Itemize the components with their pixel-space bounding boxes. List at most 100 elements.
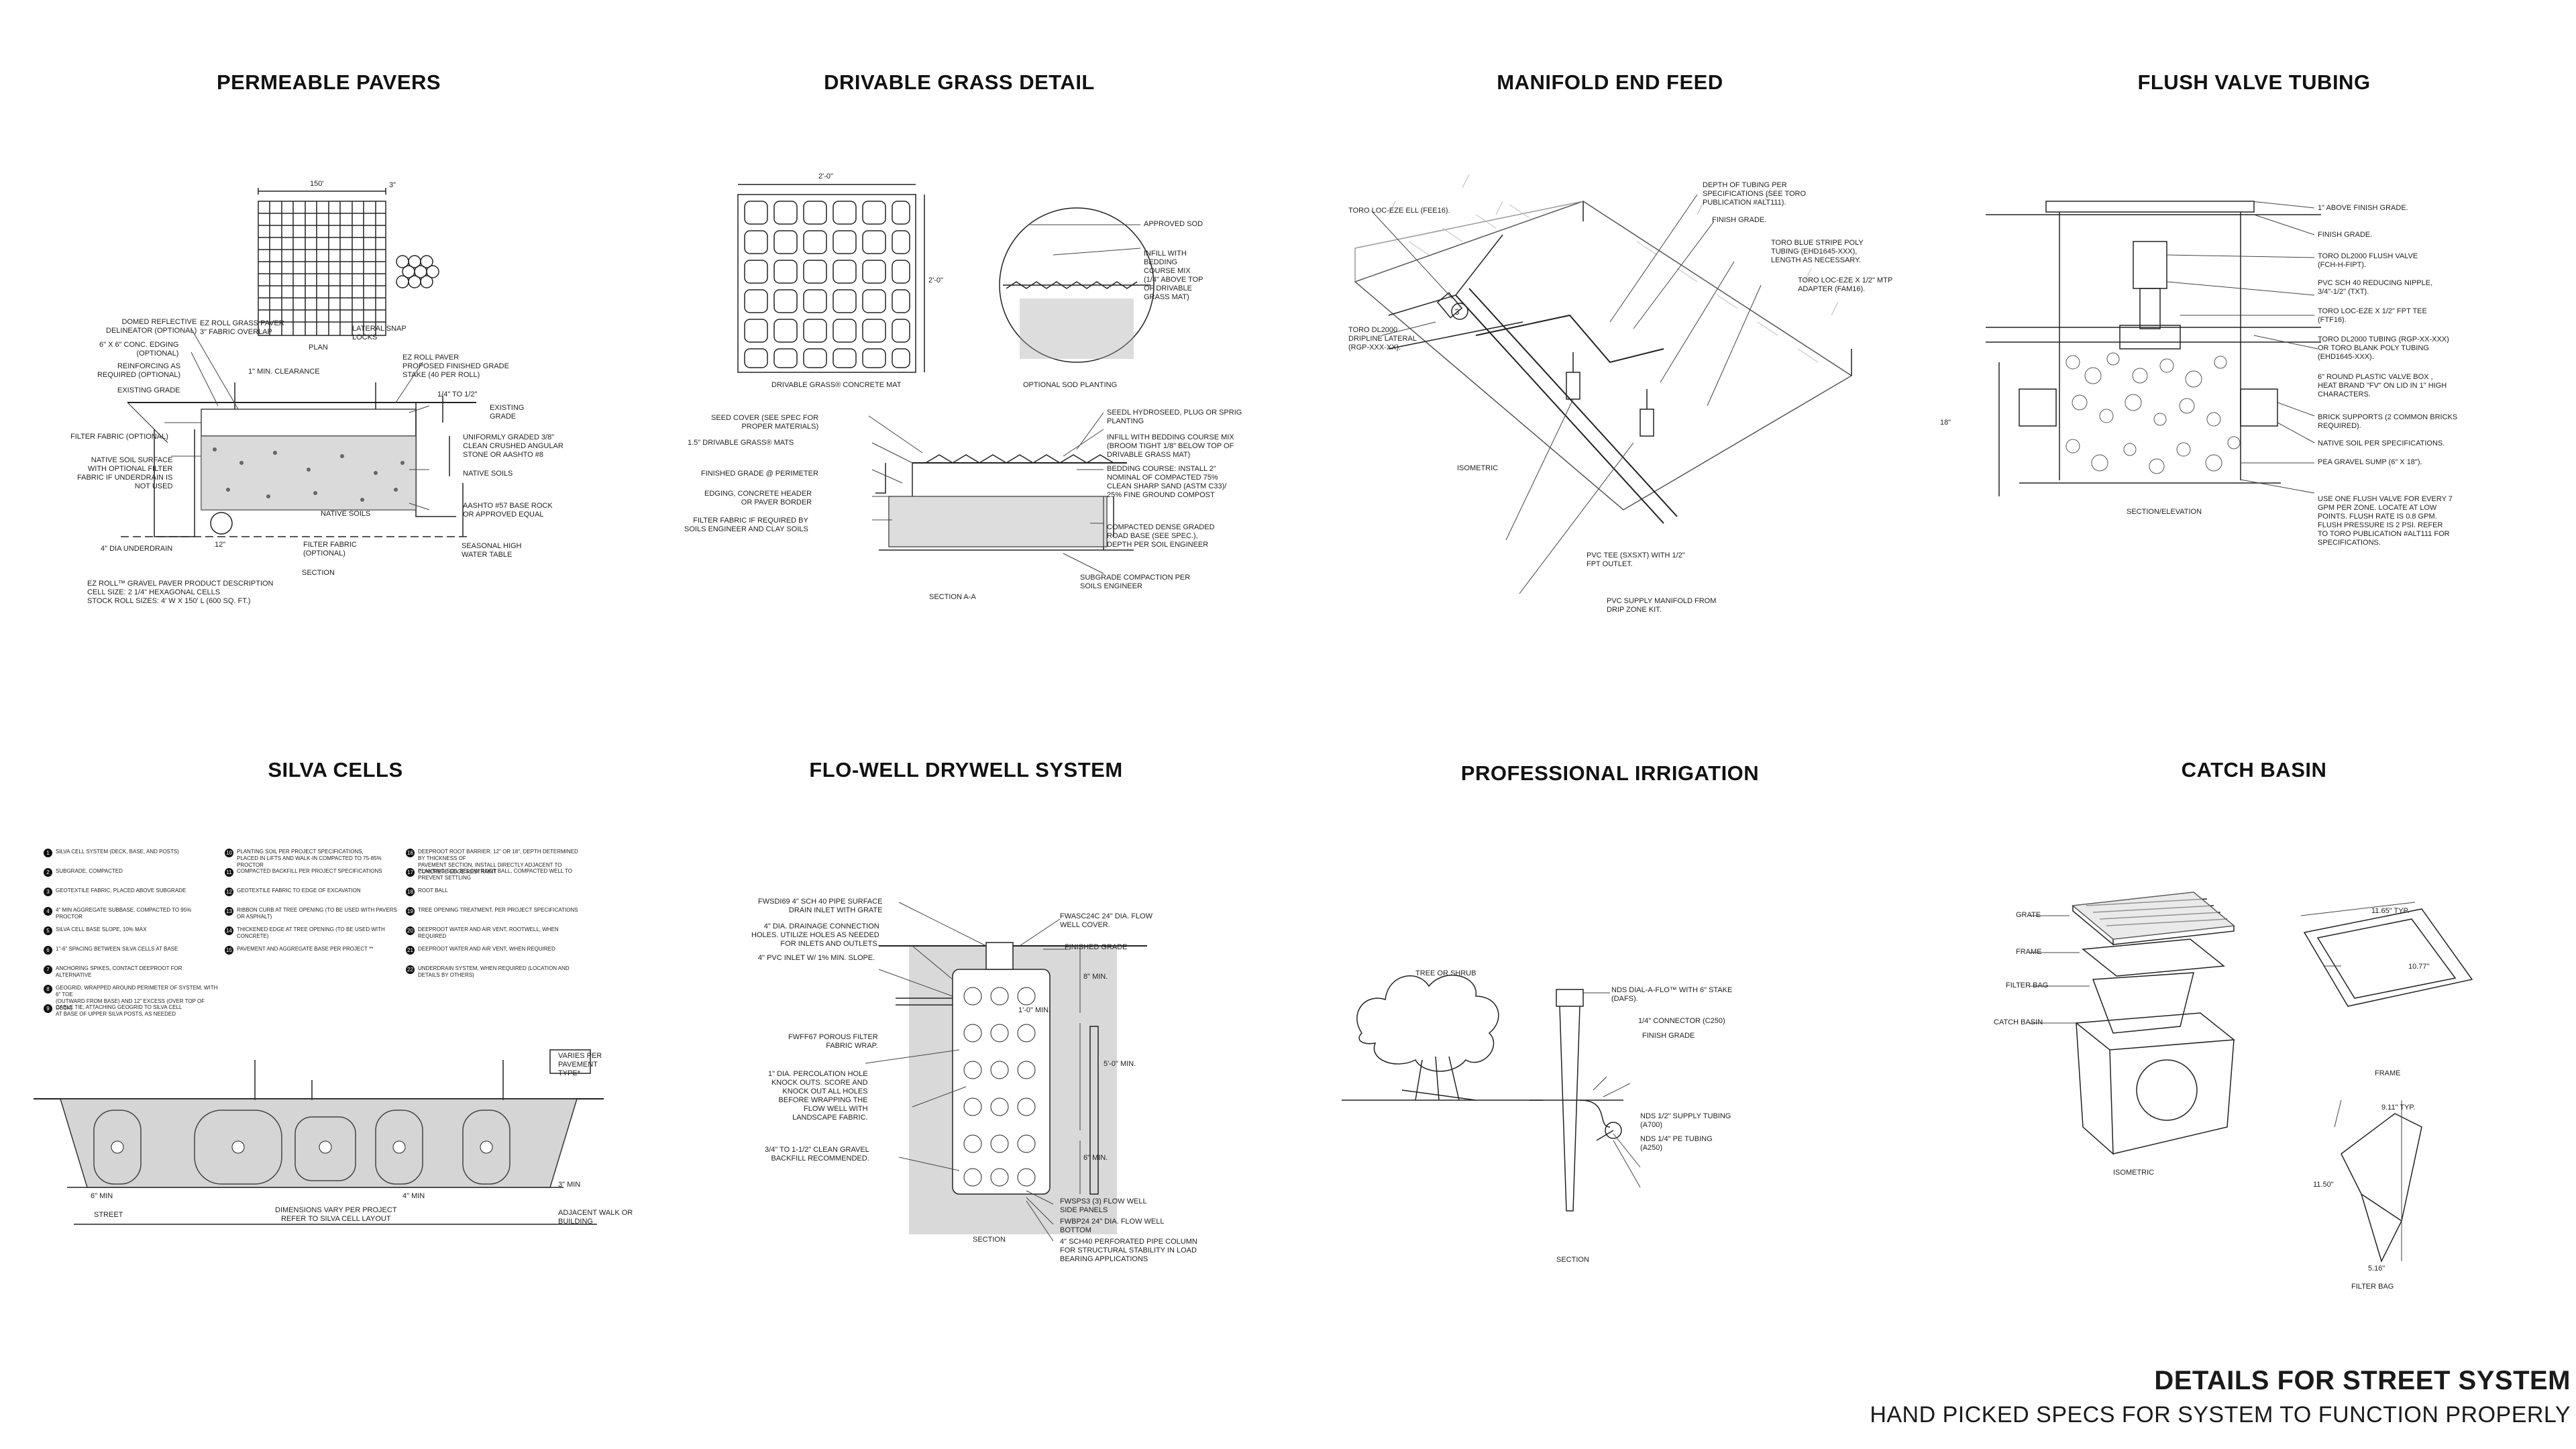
caption-section: SECTION: [1556, 1256, 1589, 1264]
flo-well-drawing: [865, 902, 1147, 1242]
note-reinforcing: REINFORCING AS REQUIRED (OPTIONAL): [97, 362, 181, 379]
note-loc-eze-ell: TORO LOC-EZE ELL (FEE16).: [1348, 207, 1450, 215]
legend-number-badge: 1: [44, 849, 52, 857]
sheet-title: DETAILS FOR STREET SYSTEM: [2154, 1366, 2571, 1395]
note-seasonal-water: SEASONAL HIGH WATER TABLE: [462, 542, 522, 559]
note-grass-mats: 1.5" DRIVABLE GRASS® MATS: [688, 439, 794, 447]
note-1ft-min: 1'-0" MIN.: [1018, 1006, 1051, 1014]
caption-sod: OPTIONAL SOD PLANTING: [1023, 381, 1118, 389]
legend-number-badge: 20: [406, 926, 415, 935]
detail-flo-well: FLO-WELL DRYWELL SYSTEM SECTI: [657, 724, 1301, 1395]
detail-title: CATCH BASIN: [2181, 758, 2327, 782]
note-filter-bag: FILTER BAG: [2006, 981, 2049, 989]
note-product-description: EZ ROLL™ GRAVEL PAVER PRODUCT DESCRIPTIO…: [87, 580, 274, 605]
note-finish-grade: FINISH GRADE: [1642, 1032, 1695, 1040]
dim-width: 150': [310, 180, 324, 188]
detail-drivable-grass: DRIVABLE GRASS DETAIL: [657, 0, 1301, 671]
note-ez-roll-paver: EZ ROLL PAVER PROPOSED FINISHED GRADE ST…: [402, 354, 509, 379]
note-tubing-depth: DEPTH OF TUBING PER SPECIFICATIONS (SEE …: [1703, 181, 1807, 207]
note-subgrade: SUBGRADE COMPACTION PER SOILS ENGINEER: [1080, 574, 1191, 590]
note-conc-edging: 6" X 6" CONC. EDGING (OPTIONAL): [99, 341, 179, 358]
note-above-grade: 1" ABOVE FINISH GRADE.: [2318, 204, 2408, 212]
legend-text: 1"-6" SPACING BETWEEN SILVA CELLS AT BAS…: [56, 946, 178, 952]
sheet-subtitle: HAND PICKED SPECS FOR SYSTEM TO FUNCTION…: [1870, 1402, 2571, 1428]
legend-text: PLANTING SOIL PER PROJECT SPECIFICATIONS…: [237, 849, 382, 868]
caption-frame: FRAME: [2375, 1069, 2401, 1077]
caption-section: SECTION: [973, 1236, 1006, 1244]
flush-valve-drawing: [1986, 201, 2321, 496]
note-mtp-adapter: TORO LOC-EZE X 1/2" MTP ADAPTER (FAM16).: [1798, 276, 1893, 293]
catch-basin-drawing: [2029, 892, 2473, 1263]
legend-text: SILVA CELL SYSTEM (DECK, BASE, AND POSTS…: [56, 849, 179, 855]
legend-number-badge: 7: [44, 965, 52, 974]
detail-catch-basin: CATCH BASIN ISOMET: [1939, 724, 2576, 1348]
legend-number-badge: 14: [225, 926, 233, 935]
note-infill-bedding: INFILL WITH BEDDING COURSE MIX (1/4" ABO…: [1144, 250, 1203, 301]
caption-filter-bag: FILTER BAG: [2351, 1283, 2394, 1291]
note-reducing-nipple: PVC SCH 40 REDUCING NIPPLE, 3/4"-1/2" (T…: [2318, 279, 2433, 296]
detail-professional-irrigation: PROFESSIONAL IRRIGATION SECTION TREE OR …: [1301, 724, 1939, 1395]
note-approved-sod: APPROVED SOD: [1144, 220, 1203, 228]
note-seed-hydroseed: SEEDL HYDROSEED, PLUG OR SPRIG PLANTING: [1107, 409, 1242, 425]
note-filter-fabric: FILTER FABRIC IF REQUIRED BY SOILS ENGIN…: [684, 517, 808, 533]
dim-bag-bottom: 5.16": [2368, 1265, 2385, 1273]
note-gravel-backfill: 3/4" TO 1-1/2" CLEAN GRAVEL BACKFILL REC…: [765, 1146, 869, 1163]
note-filter-fabric-bottom: FILTER FABRIC (OPTIONAL): [303, 541, 357, 557]
legend-text: DEEPROOT WATER AND AIR VENT, WHEN REQUIR…: [418, 946, 555, 952]
dim-module: 3": [389, 181, 396, 189]
legend-text: TREE OPENING TREATMENT, PER PROJECT SPEC…: [418, 907, 578, 913]
note-usage: USE ONE FLUSH VALVE FOR EVERY 7 GPM PER …: [2318, 495, 2453, 547]
note-catch-basin: CATCH BASIN: [1994, 1018, 2043, 1026]
note-drainage-holes: 4" DIA. DRAINAGE CONNECTION HOLES. UTILI…: [751, 922, 879, 948]
legend-item: 10 PLANTING SOIL PER PROJECT SPECIFICATIO…: [225, 849, 399, 869]
legend-number-badge: 4: [44, 907, 52, 916]
legend-text: PAVEMENT AND AGGREGATE BASE PER PROJECT …: [237, 946, 374, 952]
legend-number-badge: 9: [44, 1004, 52, 1013]
grass-mat-cells: [744, 201, 910, 368]
note-supply-tubing: NDS 1/2" SUPPLY TUBING (A700): [1640, 1112, 1731, 1129]
note-frame: FRAME: [2016, 948, 2042, 956]
legend-number-badge: 15: [225, 946, 233, 955]
legend-number-badge: 22: [406, 965, 415, 974]
note-edging: EDGING, CONCRETE HEADER OR PAVER BORDER: [704, 490, 812, 506]
caption-mat: DRIVABLE GRASS® CONCRETE MAT: [771, 381, 902, 389]
caption-isometric: ISOMETRIC: [1457, 464, 1499, 472]
legend-text: THICKENED EDGE AT TREE OPENING (TO BE US…: [237, 926, 385, 939]
caption-isometric: ISOMETRIC: [2113, 1169, 2155, 1177]
note-adjacent-walk: ADJACENT WALK OR BUILDING: [558, 1209, 633, 1226]
note-pea-gravel: PEA GRAVEL SUMP (6" x 18").: [2318, 458, 2422, 466]
caption-section: SECTION A-A: [929, 593, 976, 601]
legend-text: 4" MIN AGGREGATE SUBBASE, COMPACTED TO 9…: [56, 907, 192, 920]
legend-number-badge: 10: [225, 849, 233, 857]
note-pvc-inlet: 4" PVC INLET W/ 1% MIN. SLOPE.: [758, 954, 875, 962]
legend-text: DEEPROOT WATER AND AIR VENT, ROOTWELL, W…: [418, 926, 559, 939]
sheet-title-block: DETAILS FOR STREET SYSTEM HAND PICKED SP…: [1838, 1362, 2576, 1449]
legend-text: SUBGRADE, COMPACTED: [56, 868, 123, 874]
note-valve-box: 6" ROUND PLASTIC VALVE BOX , HEAT BRAND …: [2318, 373, 2447, 398]
dim-bag-height: 11.50": [2313, 1181, 2334, 1189]
note-infill-broom: INFILL WITH BEDDING COURSE MIX (BROOM TI…: [1107, 433, 1234, 459]
note-well-bottom: FWBP24 24" DIA. FLOW WELL BOTTOM: [1060, 1218, 1165, 1234]
note-brick-supports: BRICK SUPPORTS (2 COMMON BRICKS REQUIRED…: [2318, 413, 2458, 430]
detail-title: DRIVABLE GRASS DETAIL: [824, 70, 1095, 94]
dim-frame-inner: 10.77": [2408, 963, 2430, 971]
legend-item: 4 4" MIN AGGREGATE SUBBASE, COMPACTED TO …: [44, 907, 218, 920]
silva-legend: 1 SILVA CELL SYSTEM (DECK, BASE, AND POST…: [44, 849, 621, 1043]
legend-text: GEOTEXTILE FABRIC TO EDGE OF EXCAVATION: [237, 888, 361, 894]
shrub-outline: [1342, 975, 1543, 1101]
caption-plan: PLAN: [309, 343, 328, 352]
detail-title: MANIFOLD END FEED: [1497, 70, 1723, 94]
legend-number-badge: 13: [225, 907, 233, 916]
note-native-soils-1: NATIVE SOILS: [463, 470, 513, 478]
note-filter-wrap: FWFF67 POROUS FILTER FABRIC WRAP.: [788, 1033, 878, 1050]
note-well-cover: FWASC24C 24" DIA. FLOW WELL COVER.: [1060, 912, 1152, 929]
note-finished-grade: FINISHED GRADE: [1065, 943, 1128, 951]
note-perforated-pipe: 4" SCH40 PERFORATED PIPE COLUMN FOR STRU…: [1060, 1238, 1197, 1263]
